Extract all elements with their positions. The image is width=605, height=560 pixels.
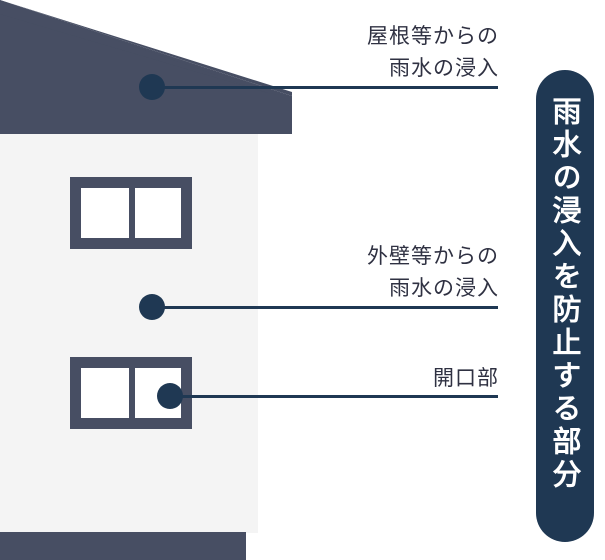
opening-callout-label: 開口部	[433, 362, 499, 394]
wall-callout-label-line1: 外壁等からの	[367, 244, 499, 268]
roof-callout-line	[152, 86, 498, 89]
opening-callout-label-text: 開口部	[433, 366, 499, 390]
house-foundation	[0, 532, 246, 560]
roof-callout-label: 屋根等からの 雨水の浸入	[367, 20, 499, 84]
vertical-banner: 雨水の浸入を防止する部分	[536, 70, 594, 542]
vertical-banner-text: 雨水の浸入を防止する部分	[548, 96, 582, 492]
upper-window-left-pane	[81, 188, 129, 238]
roof-callout-label-line1: 屋根等からの	[367, 24, 499, 48]
wall-callout-line	[152, 306, 498, 309]
wall-callout-label-line2: 雨水の浸入	[389, 276, 499, 300]
upper-window-right-pane	[135, 188, 181, 238]
roof-callout-label-line2: 雨水の浸入	[389, 56, 499, 80]
lower-window-left-pane	[81, 368, 129, 418]
wall-callout-label: 外壁等からの 雨水の浸入	[367, 240, 499, 304]
house-roof-shape	[0, 0, 292, 134]
upper-window	[70, 177, 192, 249]
opening-callout-line	[170, 395, 498, 398]
